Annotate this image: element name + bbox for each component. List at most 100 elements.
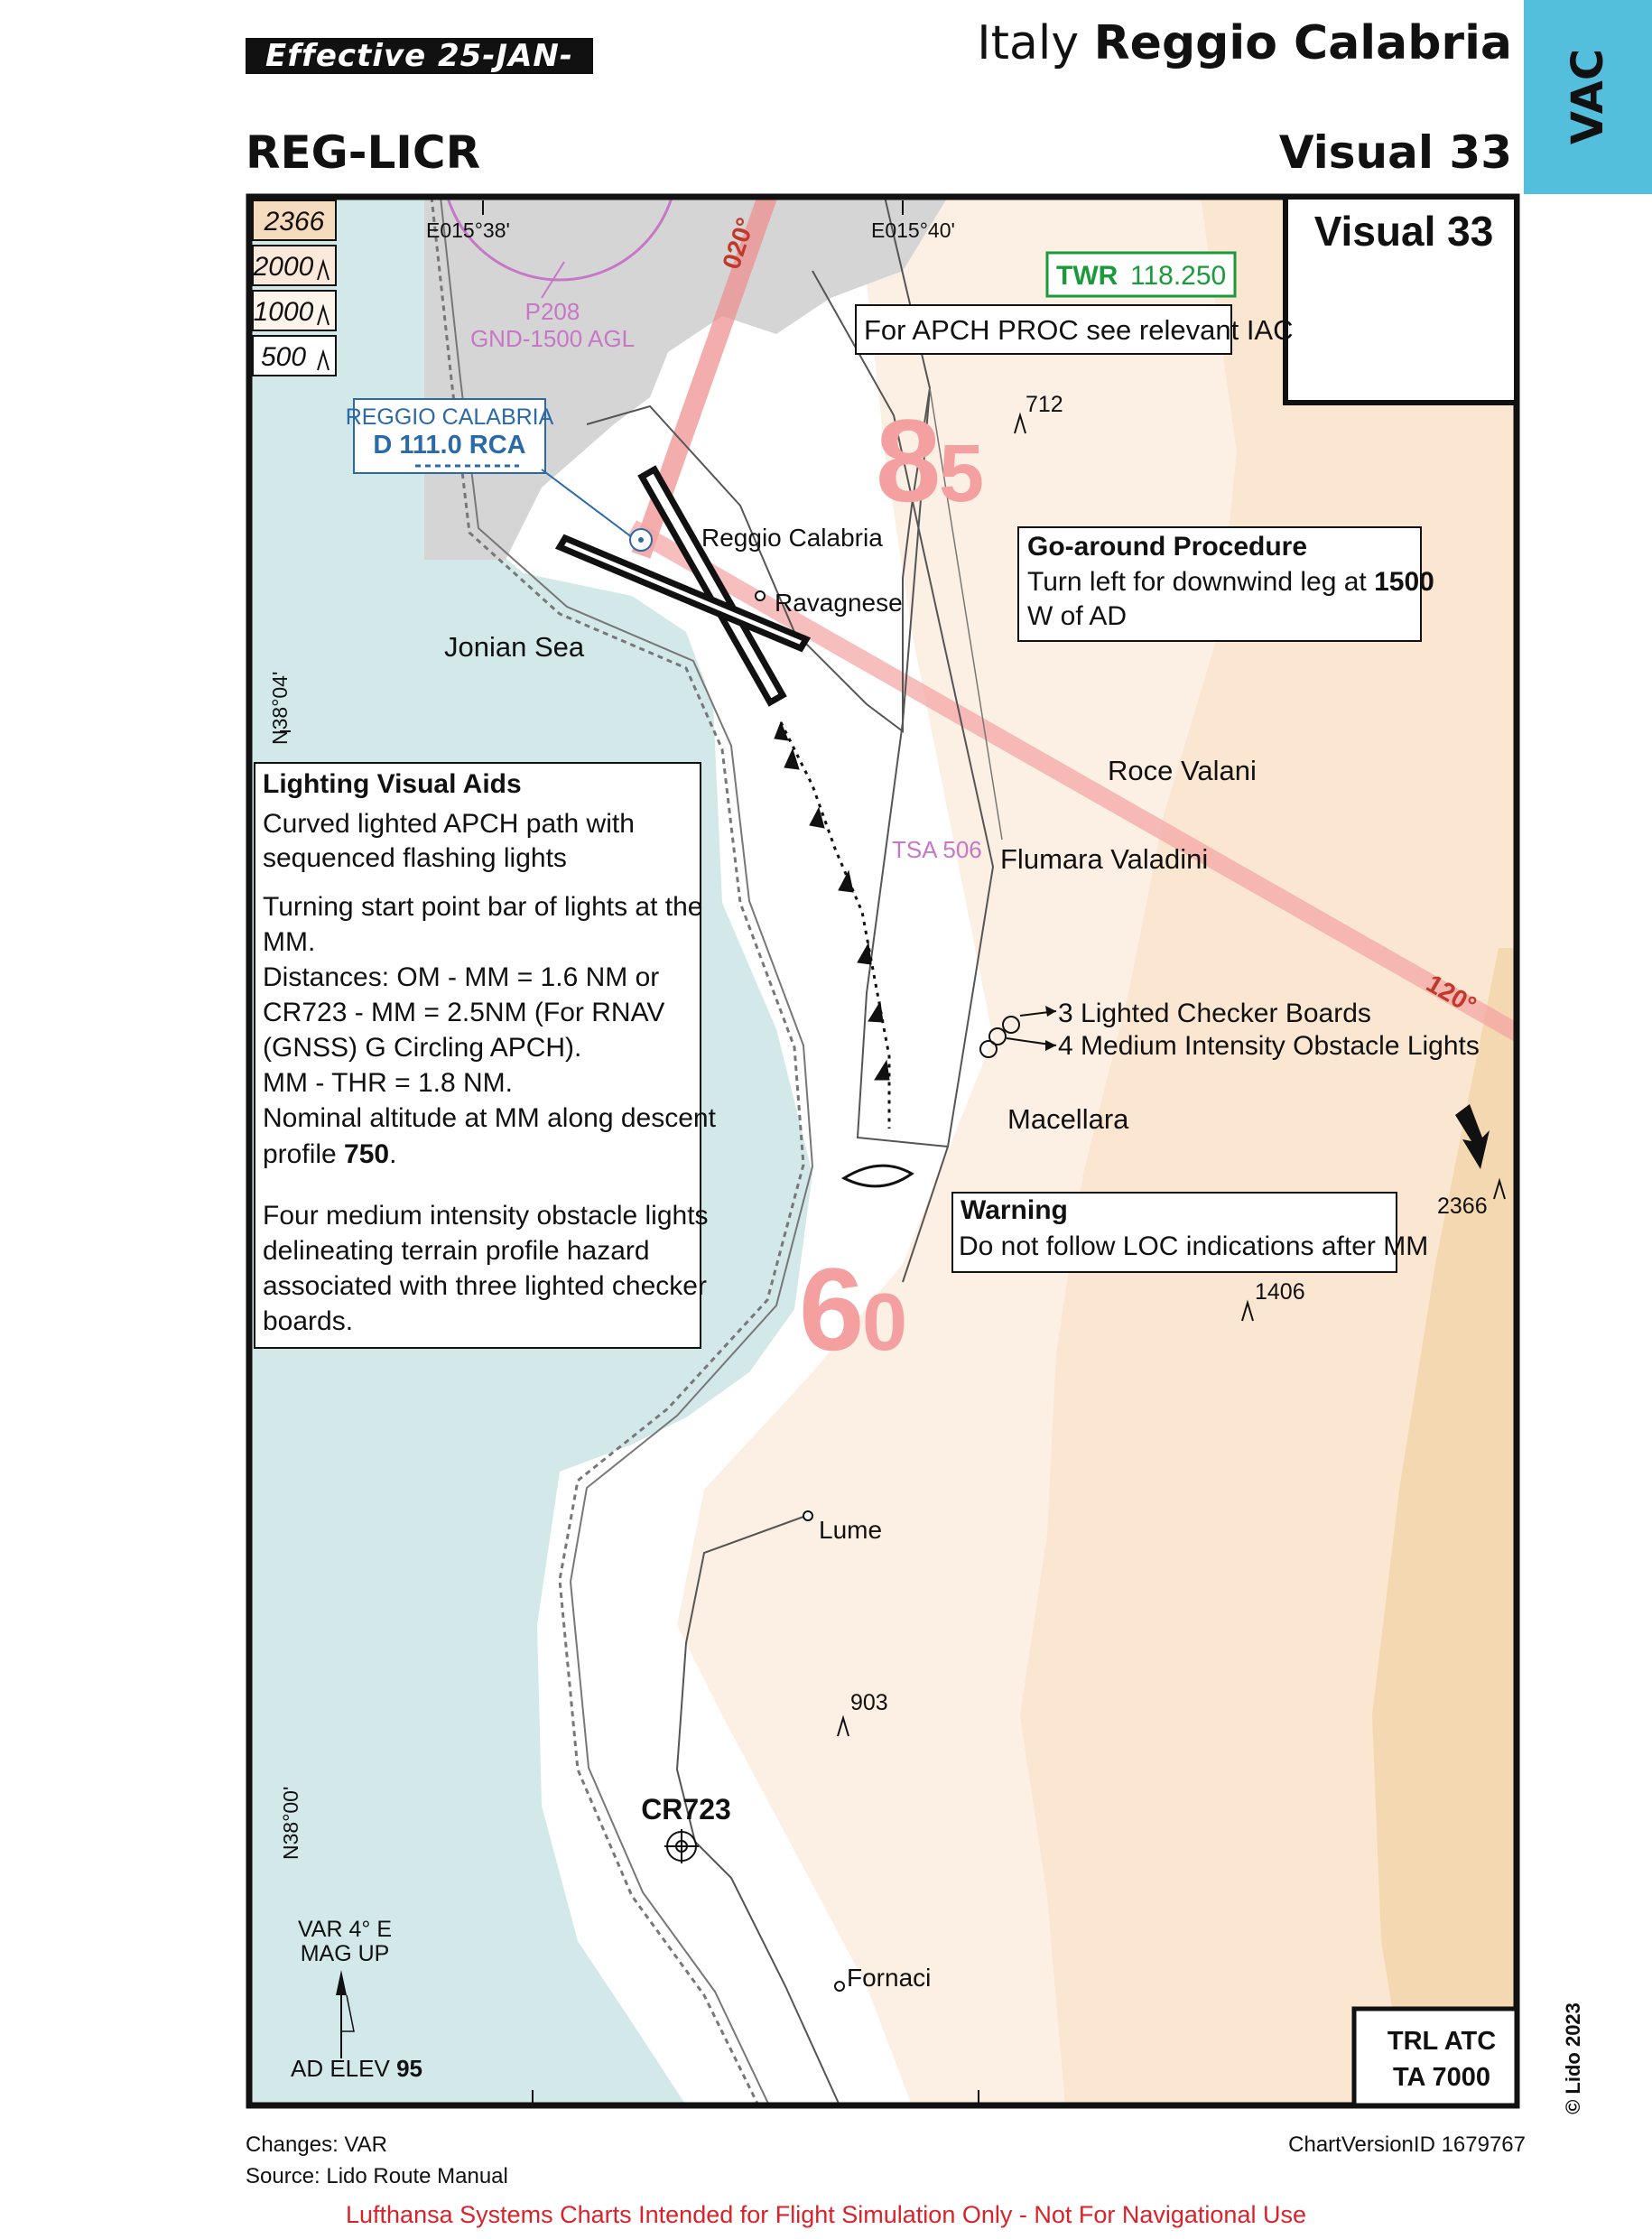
mm-marker — [840, 1164, 914, 1188]
lighting-text: Lighting Visual Aids Curved lighted APCH… — [263, 769, 717, 1336]
lighting-box — [254, 762, 701, 1349]
runway-symbol — [554, 465, 812, 707]
place-flumara: Flumara Valadini — [1000, 843, 1208, 875]
ta-label: TA 7000 — [1393, 2063, 1490, 2092]
mag-up-label: MAG UP — [301, 1941, 390, 1966]
place-lume: Lume — [819, 1516, 882, 1544]
lighting-line: Nominal altitude at MM along descent — [263, 1103, 717, 1133]
warning-box — [951, 1192, 1397, 1273]
vac-tab: VAC — [1524, 0, 1652, 194]
place-roce: Roce Valani — [1108, 755, 1257, 786]
elev-712: 712 — [1026, 392, 1063, 417]
latitude-label-2: N38°00' — [279, 1787, 302, 1860]
p208-limits-label: GND-1500 AGL — [470, 325, 635, 352]
warning-title: Warning — [961, 1195, 1068, 1225]
spot-elevation-icons — [837, 412, 1506, 1737]
p208-circle — [446, 197, 673, 282]
lighting-title: Lighting Visual Aids — [263, 769, 522, 799]
mora-north-small: 5 — [939, 429, 984, 519]
place-ravagnese: Ravagnese — [775, 589, 903, 617]
altitude-legend: 2366 2000 1000 500 — [252, 200, 337, 376]
mora-south: 6 0 — [799, 1243, 907, 1375]
mora-south-big: 6 — [799, 1243, 864, 1375]
elev-1406: 1406 — [1255, 1279, 1305, 1305]
go-around-title: Go-around Procedure — [1027, 532, 1307, 562]
trl-label: TRL ATC — [1387, 2027, 1496, 2056]
airport-code: REG-LICR — [246, 126, 481, 179]
elev-903: 903 — [850, 1690, 888, 1715]
approach-light-path — [774, 720, 891, 1129]
mora-south-small: 0 — [862, 1277, 907, 1368]
warning-text: Do not follow LOC indications after MM — [959, 1231, 1428, 1261]
p208-label: P208 — [525, 298, 580, 325]
lighting-line: associated with three lighted checker — [263, 1271, 707, 1301]
city-label: Reggio Calabria — [1093, 16, 1512, 70]
changes-label: Changes: VAR — [246, 2132, 387, 2157]
apch-note: For APCH PROC see relevant IAC — [864, 314, 1294, 346]
ad-elevation: AD ELEV 95 — [291, 2055, 422, 2082]
apch-note-box — [855, 304, 1232, 355]
title-box — [1283, 194, 1519, 405]
latitude-label-1: N38°04' — [268, 672, 292, 745]
place-macellara: Macellara — [1007, 1103, 1129, 1135]
place-sea: Jonian Sea — [444, 631, 585, 663]
trl-box — [1351, 2006, 1519, 2108]
place-reggio: Reggio Calabria — [701, 524, 883, 552]
elev-2366: 2366 — [1437, 1194, 1488, 1219]
lighting-line: profile 750. — [263, 1139, 396, 1169]
tower-box — [1045, 251, 1237, 298]
legend-1000: 1000 — [254, 297, 314, 327]
go-around-line1: Turn left for downwind leg at 1500 — [1027, 567, 1434, 597]
lighting-line: boards. — [263, 1306, 353, 1336]
place-fornaci: Fornaci — [847, 1964, 931, 1992]
variation-label: VAR 4° E — [298, 1917, 392, 1942]
longitude-label-2: E015°40' — [871, 218, 955, 242]
map-frame — [246, 193, 1520, 2109]
lighting-line: Four medium intensity obstacle lights — [263, 1201, 709, 1231]
lighting-line: Turning start point bar of lights at the — [263, 892, 703, 922]
terrain-high — [1372, 948, 1517, 2105]
lighting-line: MM. — [263, 927, 315, 957]
source-label: Source: Lido Route Manual — [246, 2164, 508, 2188]
copyright-badge: © Lido 2023 — [1560, 2002, 1587, 2114]
obstacle-lights-label: 4 Medium Intensity Obstacle Lights — [1058, 1031, 1480, 1061]
tsa-label: TSA 506 — [892, 836, 982, 863]
copyright-label: © Lido 2023 — [1562, 2002, 1584, 2114]
legend-500: 500 — [261, 342, 306, 372]
highest-elevation-arrow — [1455, 1104, 1490, 1169]
waypoint-icon — [664, 1829, 699, 1863]
country-label: Italy — [977, 16, 1080, 70]
lighting-line: CR723 - MM = 2.5NM (For RNAV — [263, 998, 664, 1027]
lighting-line: (GNSS) G Circling APCH). — [263, 1033, 581, 1063]
procedure-title: Visual 33 — [1278, 126, 1512, 179]
waypoint-label: CR723 — [641, 1793, 731, 1826]
lighting-line: delineating terrain profile hazard — [263, 1236, 650, 1266]
chart-version-label: ChartVersionID 1679767 — [1288, 2132, 1526, 2157]
legend-2366: 2366 — [264, 207, 325, 237]
boundary-line — [586, 197, 932, 733]
mora-north-big: 8 — [876, 395, 941, 526]
navaid-freq: D 111.0 RCA — [373, 431, 525, 460]
coast-rail — [430, 197, 805, 2105]
tower-label: TWR — [1056, 261, 1118, 291]
effective-date-banner: Effective 25-JAN-2024 — [246, 38, 593, 110]
navaid-name: REGGIO CALABRIA — [346, 404, 554, 430]
north-arrow-icon — [336, 1970, 355, 2058]
navaid-box: REGGIO CALABRIA D 111.0 RCA — [346, 398, 653, 552]
lighting-line: Curved lighted APCH path with — [263, 809, 635, 839]
go-around-line2: W of AD — [1027, 601, 1127, 631]
title-box-label: Visual 33 — [1314, 208, 1494, 255]
lighting-line: sequenced flashing lights — [263, 843, 567, 873]
go-around-box — [1017, 526, 1422, 642]
checker-boards-label: 3 Lighted Checker Boards — [1058, 999, 1371, 1028]
chart-location-title: Italy Reggio Calabria — [977, 16, 1512, 70]
urban-area — [424, 197, 948, 560]
longitude-label-1: E015°38' — [426, 218, 510, 242]
lighting-line: Distances: OM - MM = 1.6 NM or — [263, 962, 659, 992]
mora-north: 8 5 — [876, 395, 984, 526]
legend-2000: 2000 — [253, 252, 314, 282]
simulation-disclaimer: Lufthansa Systems Charts Intended for Fl… — [346, 2201, 1306, 2228]
track-120 — [627, 520, 1517, 1044]
lighting-line: MM - THR = 1.8 NM. — [263, 1068, 513, 1098]
